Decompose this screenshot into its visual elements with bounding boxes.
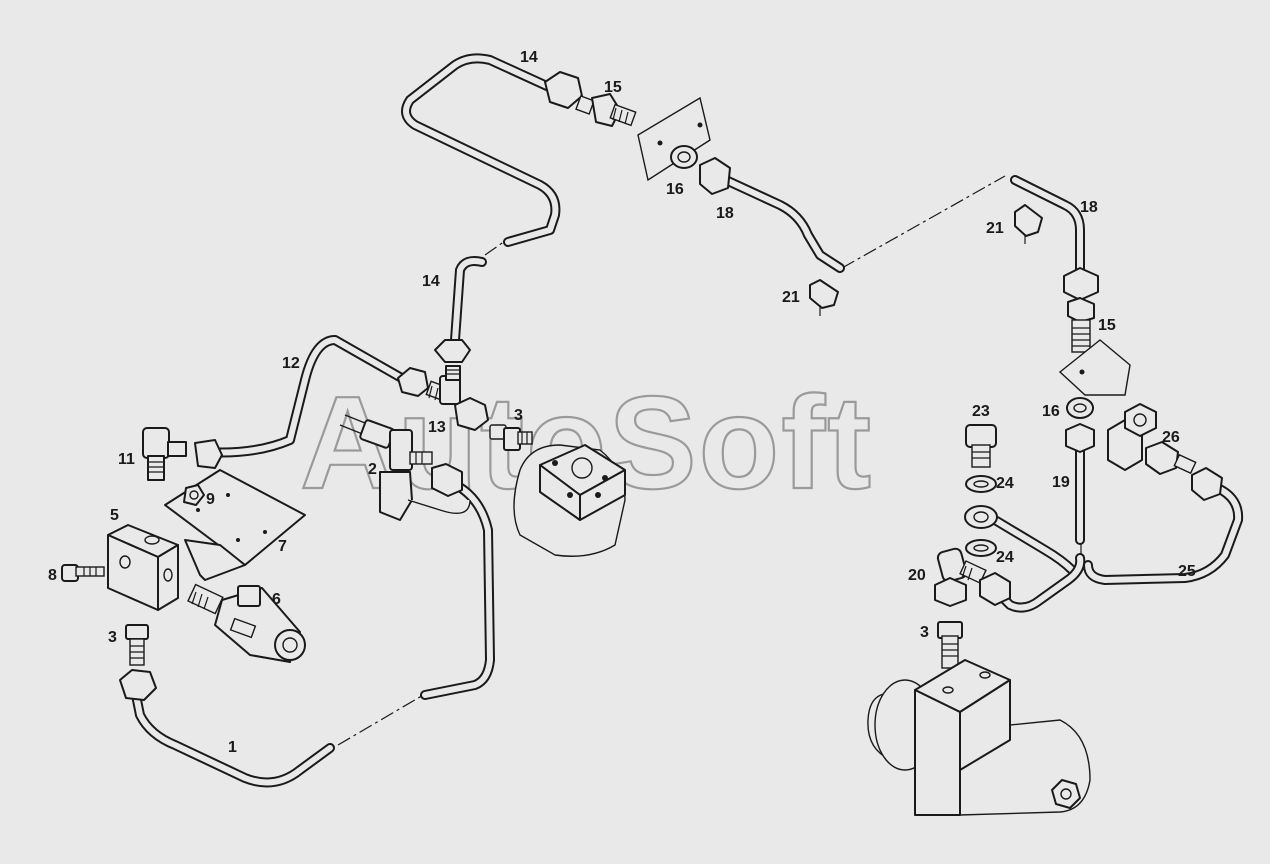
callout-25: 25 [1178, 563, 1196, 580]
adapter-3-center [489, 424, 533, 451]
callout-24-bottom: 24 [996, 549, 1014, 566]
callout-23: 23 [972, 403, 990, 420]
solenoid-valve-6 [187, 583, 306, 663]
pipe-long-down [420, 477, 495, 700]
nut-16-top [670, 145, 698, 169]
callout-2: 2 [368, 461, 377, 478]
callout-9: 9 [206, 491, 215, 508]
pipe-banjo [990, 515, 1077, 575]
pipe-25 [1083, 480, 1244, 585]
callout-6: 6 [272, 591, 281, 608]
nut-14 [434, 339, 471, 363]
adapter-3-left [125, 624, 149, 666]
callout-7: 7 [278, 538, 287, 555]
callout-14-top: 14 [520, 49, 538, 66]
adapter-15-top [575, 93, 637, 127]
nut-14-top [544, 71, 583, 109]
clip-21-right [1014, 204, 1043, 244]
nut-pipe-1 [119, 669, 157, 701]
screw-8 [61, 564, 105, 582]
clip-21-center [809, 279, 839, 316]
callout-3-left: 3 [108, 629, 117, 646]
callout-14-center: 14 [422, 273, 440, 290]
fitting-2 [339, 414, 471, 521]
pipe-12 [200, 335, 410, 458]
elbow-20 [934, 547, 987, 607]
callout-26: 26 [1162, 429, 1180, 446]
washer-24-bottom [965, 539, 997, 557]
bracket-7 [164, 469, 306, 581]
callout-16-top: 16 [666, 181, 684, 198]
callout-13: 13 [428, 419, 446, 436]
callout-21-center: 21 [782, 289, 800, 306]
callout-18-right: 18 [1080, 199, 1098, 216]
washer-24-top [965, 475, 997, 493]
banjo-eye [964, 505, 998, 529]
callout-1: 1 [228, 739, 237, 756]
callout-8: 8 [48, 567, 57, 584]
nut-18-right [1063, 267, 1099, 301]
pipe-14-upper [401, 53, 565, 247]
callout-20: 20 [908, 567, 926, 584]
pipe-lower-right [990, 553, 1086, 613]
callout-19: 19 [1052, 474, 1070, 491]
banjo-bolt-23 [965, 424, 997, 468]
callout-15-right: 15 [1098, 317, 1116, 334]
nut-pipe-lower-right [979, 572, 1011, 606]
nut-9 [183, 484, 205, 506]
continuation-lines [337, 175, 1082, 746]
adapter-3-right [937, 621, 963, 669]
pump-housing [513, 444, 626, 557]
cylinder-assembly [867, 659, 1091, 816]
bulkhead-plate-right [1058, 339, 1131, 396]
callout-5: 5 [110, 507, 119, 524]
valve-block-5 [107, 524, 179, 611]
callout-15-top: 15 [604, 79, 622, 96]
nut-16-right [1066, 397, 1094, 419]
nut-18-top [699, 157, 731, 195]
callout-18-top: 18 [716, 205, 734, 222]
pipe-18-right [1010, 175, 1085, 285]
callout-12: 12 [282, 355, 300, 372]
callout-3-right: 3 [920, 624, 929, 641]
callout-21-right: 21 [986, 220, 1004, 237]
bulkhead-plate [637, 96, 711, 182]
pipe-18-upper [710, 170, 845, 273]
callout-labels: 1 2 3 3 3 5 6 7 8 9 11 12 13 14 14 15 15… [48, 49, 1196, 756]
callout-24-top: 24 [996, 475, 1014, 492]
pipe-14-lower [450, 256, 487, 345]
pipe-1 [130, 685, 335, 788]
tee-fitting-13 [397, 365, 489, 431]
callout-11: 11 [118, 451, 135, 468]
tee-26 [1107, 403, 1223, 501]
nut-long-pipe [431, 463, 463, 497]
callout-3-center: 3 [514, 407, 523, 424]
callout-16-right: 16 [1042, 403, 1060, 420]
nut-19 [1065, 423, 1095, 453]
adapter-15-right [1067, 297, 1095, 353]
elbow-fitting-11 [142, 427, 223, 481]
